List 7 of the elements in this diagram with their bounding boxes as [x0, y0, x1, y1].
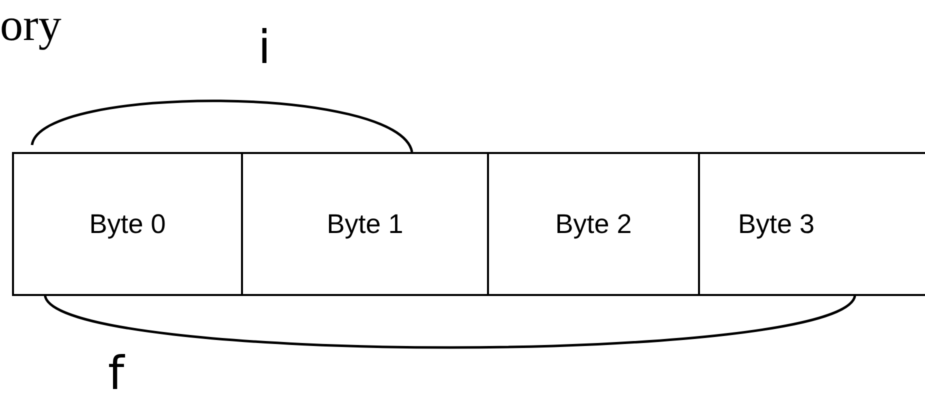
heading-fragment: ory — [0, 2, 62, 48]
byte-cell: Byte 3 — [698, 152, 925, 296]
byte-cell: Byte 0 — [12, 152, 243, 296]
byte-cell: Byte 1 — [241, 152, 489, 296]
bracket-label: i — [258, 24, 271, 70]
bracket-label: f — [108, 350, 124, 396]
byte-cell: Byte 2 — [487, 152, 700, 296]
